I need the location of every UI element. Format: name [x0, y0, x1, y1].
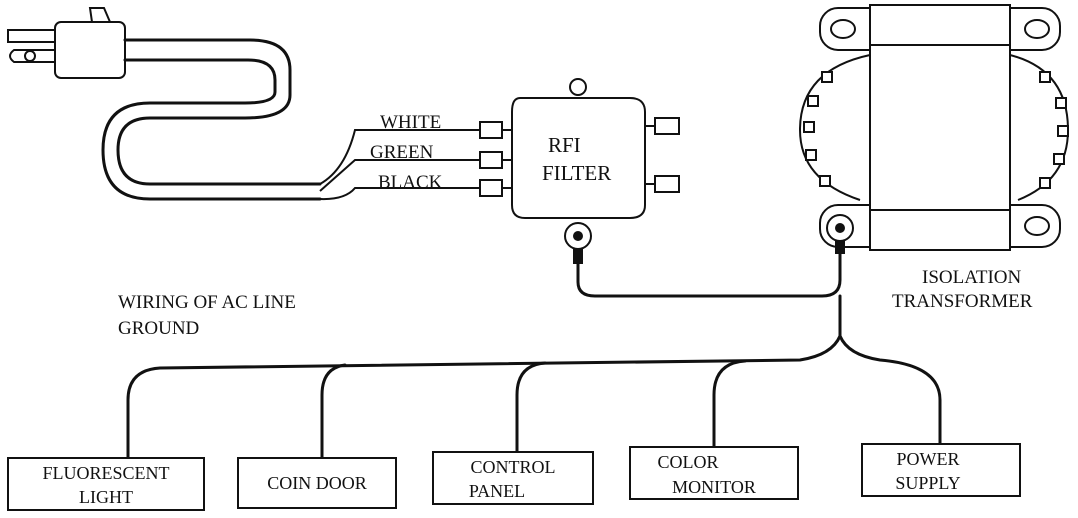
destination-label-line2: LIGHT: [79, 487, 133, 507]
ground-branch-color-monitor: [712, 359, 747, 449]
diagram-caption-line2: GROUND: [118, 318, 199, 339]
ground-branch-coin-door: [320, 363, 347, 460]
ac-plug: [7, 7, 126, 79]
rfi-filter: [479, 78, 680, 264]
destination-power-supply: POWER SUPPLY: [861, 443, 1021, 497]
filter-terminal: [479, 151, 503, 169]
transformer-label-line1: ISOLATION: [922, 267, 1021, 288]
destination-label-line2: SUPPLY: [895, 473, 960, 493]
destination-box: [432, 451, 594, 505]
destination-box: [7, 457, 205, 511]
ground-wire-network: [126, 252, 942, 460]
filter-terminal: [479, 121, 503, 139]
plug-body: [54, 21, 126, 79]
ground-branch-fluorescent: [126, 334, 842, 460]
filter-to-transformer-ground: [576, 252, 842, 298]
ground-branch-control-panel: [515, 361, 547, 454]
destination-box: [861, 443, 1021, 497]
isolation-transformer: [798, 4, 1070, 254]
destination-coin-door: COIN DOOR: [237, 457, 397, 509]
filter-terminal: [654, 117, 680, 135]
destination-control-panel: CONTROL PANEL: [432, 451, 594, 505]
destination-label-line1: CONTROL: [471, 457, 556, 477]
filter-body: [511, 97, 646, 219]
line-conductors: [319, 129, 485, 201]
destination-label-line2: MONITOR: [672, 477, 756, 497]
ground-branch-power-supply: [838, 334, 942, 446]
green-wire: [319, 159, 485, 192]
destination-label-line1: POWER: [897, 449, 960, 469]
diagram-caption-line1: WIRING OF AC LINE: [118, 292, 296, 313]
destination-color-monitor: COLOR MONITOR: [629, 446, 799, 500]
transformer-label-line2: TRANSFORMER: [892, 291, 1033, 312]
destination-label-line1: COLOR: [657, 452, 718, 472]
plug-ground-pin: [88, 7, 112, 23]
plug-prong-top: [7, 29, 55, 43]
destination-label-line2: PANEL: [469, 481, 525, 501]
filter-label-line2: FILTER: [542, 161, 611, 185]
filter-terminal: [479, 179, 503, 197]
filter-label-line1: RFI: [548, 133, 581, 157]
black-wire-label: BLACK: [378, 172, 443, 193]
plug-prong-bottom: [9, 49, 55, 63]
filter-terminal: [654, 175, 680, 193]
power-cord: [101, 38, 322, 201]
black-wire: [319, 187, 485, 201]
filter-mount-tab: [569, 78, 587, 96]
plug-pin-hole: [24, 50, 36, 62]
white-wire: [319, 129, 485, 185]
destination-label-line1: FLUORESCENT: [42, 463, 169, 483]
green-wire-label: GREEN: [370, 142, 434, 163]
white-wire-label: WHITE: [380, 112, 441, 133]
transformer-core: [869, 4, 1011, 251]
destination-box: [629, 446, 799, 500]
destination-label-line1: COIN DOOR: [267, 473, 367, 493]
destination-fluorescent-light: FLUORESCENT LIGHT: [7, 457, 205, 511]
destination-box: [237, 457, 397, 509]
